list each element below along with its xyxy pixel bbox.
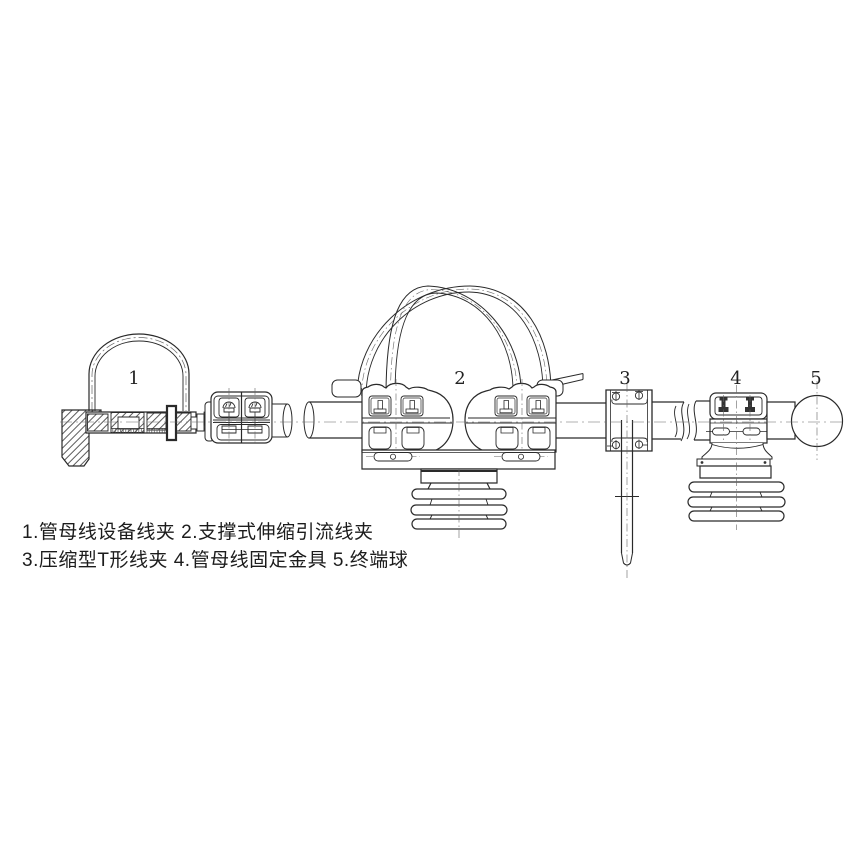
tube-right-broken [652, 402, 684, 441]
base-plate [362, 450, 555, 469]
part-1-busbar-equipment-clamp: 1 [62, 334, 292, 466]
compression-stud [615, 384, 639, 580]
collar-flange [167, 406, 176, 440]
tube-assembly [86, 406, 213, 440]
legend-line-1: 1.管母线设备线夹 2.支撑式伸缩引流线夹 [22, 521, 373, 543]
part-label-1: 1 [128, 368, 139, 389]
busbar-tube-left [304, 402, 366, 438]
clamp-block [205, 388, 272, 445]
jumper-arches [357, 286, 551, 396]
tube-right [767, 402, 795, 439]
open-tube-stub [272, 404, 292, 437]
part-label-3: 3 [619, 368, 630, 389]
legend-line-2: 3.压缩型T形线夹 4.管母线固定金具 5.终端球 [22, 549, 408, 571]
part-2-expansion-jumper-clamp: 2 [304, 286, 583, 540]
part-3-compression-t-clamp: 3 [556, 368, 684, 580]
clamp-arch [89, 334, 189, 411]
part-label-5: 5 [810, 368, 821, 389]
part-label-2: 2 [454, 368, 465, 389]
pedestal [702, 443, 772, 459]
post-insulator [688, 385, 785, 530]
fixing-housing [706, 393, 769, 443]
t-clamp-block [606, 390, 652, 451]
tube-left-broken [687, 401, 712, 440]
legend: 1.管母线设备线夹 2.支撑式伸缩引流线夹 3.压缩型T形线夹 4.管母线固定金… [22, 521, 408, 571]
right-clamp [465, 379, 556, 452]
tube-left [556, 403, 607, 438]
left-tab [332, 380, 361, 397]
part-4-busbar-fixing-fitting: 4 [687, 368, 795, 530]
left-clamp [362, 379, 453, 452]
part-label-4: 4 [730, 368, 741, 389]
support-insulator [411, 468, 507, 540]
part-5-terminal-ball: 5 [792, 368, 843, 460]
